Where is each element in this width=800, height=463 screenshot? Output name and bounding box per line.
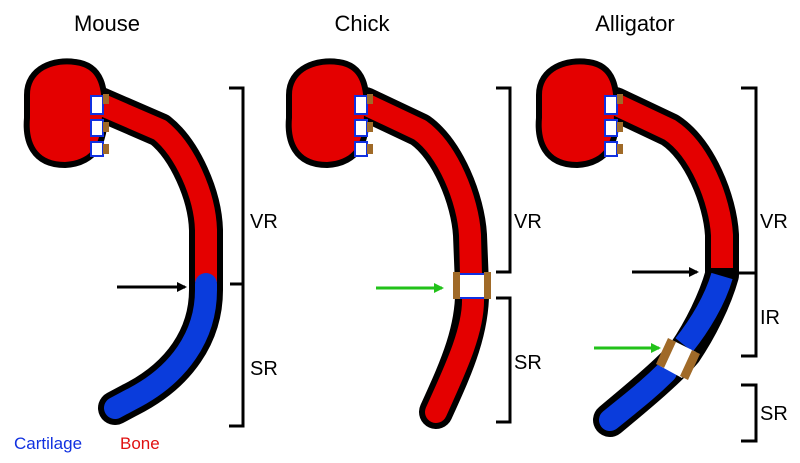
- rib-head-bone: [291, 64, 364, 162]
- rib-bone-segment: [95, 93, 217, 282]
- region-label-vr: VR: [760, 211, 788, 233]
- joint-band: [484, 272, 491, 299]
- rib-joints: [90, 94, 109, 157]
- rib-head-bone: [29, 64, 102, 162]
- legend-bone: Bone: [120, 434, 160, 453]
- region-brackets: [496, 86, 512, 424]
- region-brackets: [736, 86, 758, 443]
- panel-alligator: Alligator V: [535, 11, 788, 443]
- panel-title: Mouse: [74, 11, 140, 36]
- rib-joints: [354, 94, 373, 157]
- region-label-vr: VR: [250, 211, 278, 233]
- rib-joints: [604, 94, 623, 157]
- rib-shape: [285, 58, 491, 429]
- region-label-vr: VR: [514, 211, 542, 233]
- rib-cartilage-segment-intermediate: [675, 272, 733, 352]
- rib-bone-segment: [610, 94, 733, 268]
- rib-shape: [23, 58, 223, 425]
- panel-mouse: Mouse VR SR: [23, 11, 278, 428]
- rib-bone-segment-sternal: [425, 287, 485, 423]
- legend-cartilage: Cartilage: [14, 434, 82, 453]
- region-label-sr: SR: [760, 403, 788, 425]
- panel-chick: Chick VR SR: [285, 11, 542, 429]
- rib-shape: [535, 58, 739, 437]
- panel-title: Chick: [334, 11, 390, 36]
- region-label-sr: SR: [250, 358, 278, 380]
- region-label-ir: IR: [760, 307, 780, 329]
- region-brackets: [229, 86, 245, 428]
- rib-bone-segment: [360, 94, 482, 276]
- rib-joint: [458, 273, 486, 299]
- joint-band: [656, 338, 676, 368]
- joint-band: [680, 350, 700, 380]
- rib-cartilage-segment: [104, 273, 217, 419]
- rib-cartilage-segment-sternal: [599, 361, 677, 431]
- joint-band: [453, 272, 460, 299]
- region-label-sr: SR: [514, 352, 542, 374]
- panel-title: Alligator: [595, 11, 674, 36]
- legend: Cartilage Bone: [14, 434, 160, 453]
- rib-head-bone: [541, 64, 614, 162]
